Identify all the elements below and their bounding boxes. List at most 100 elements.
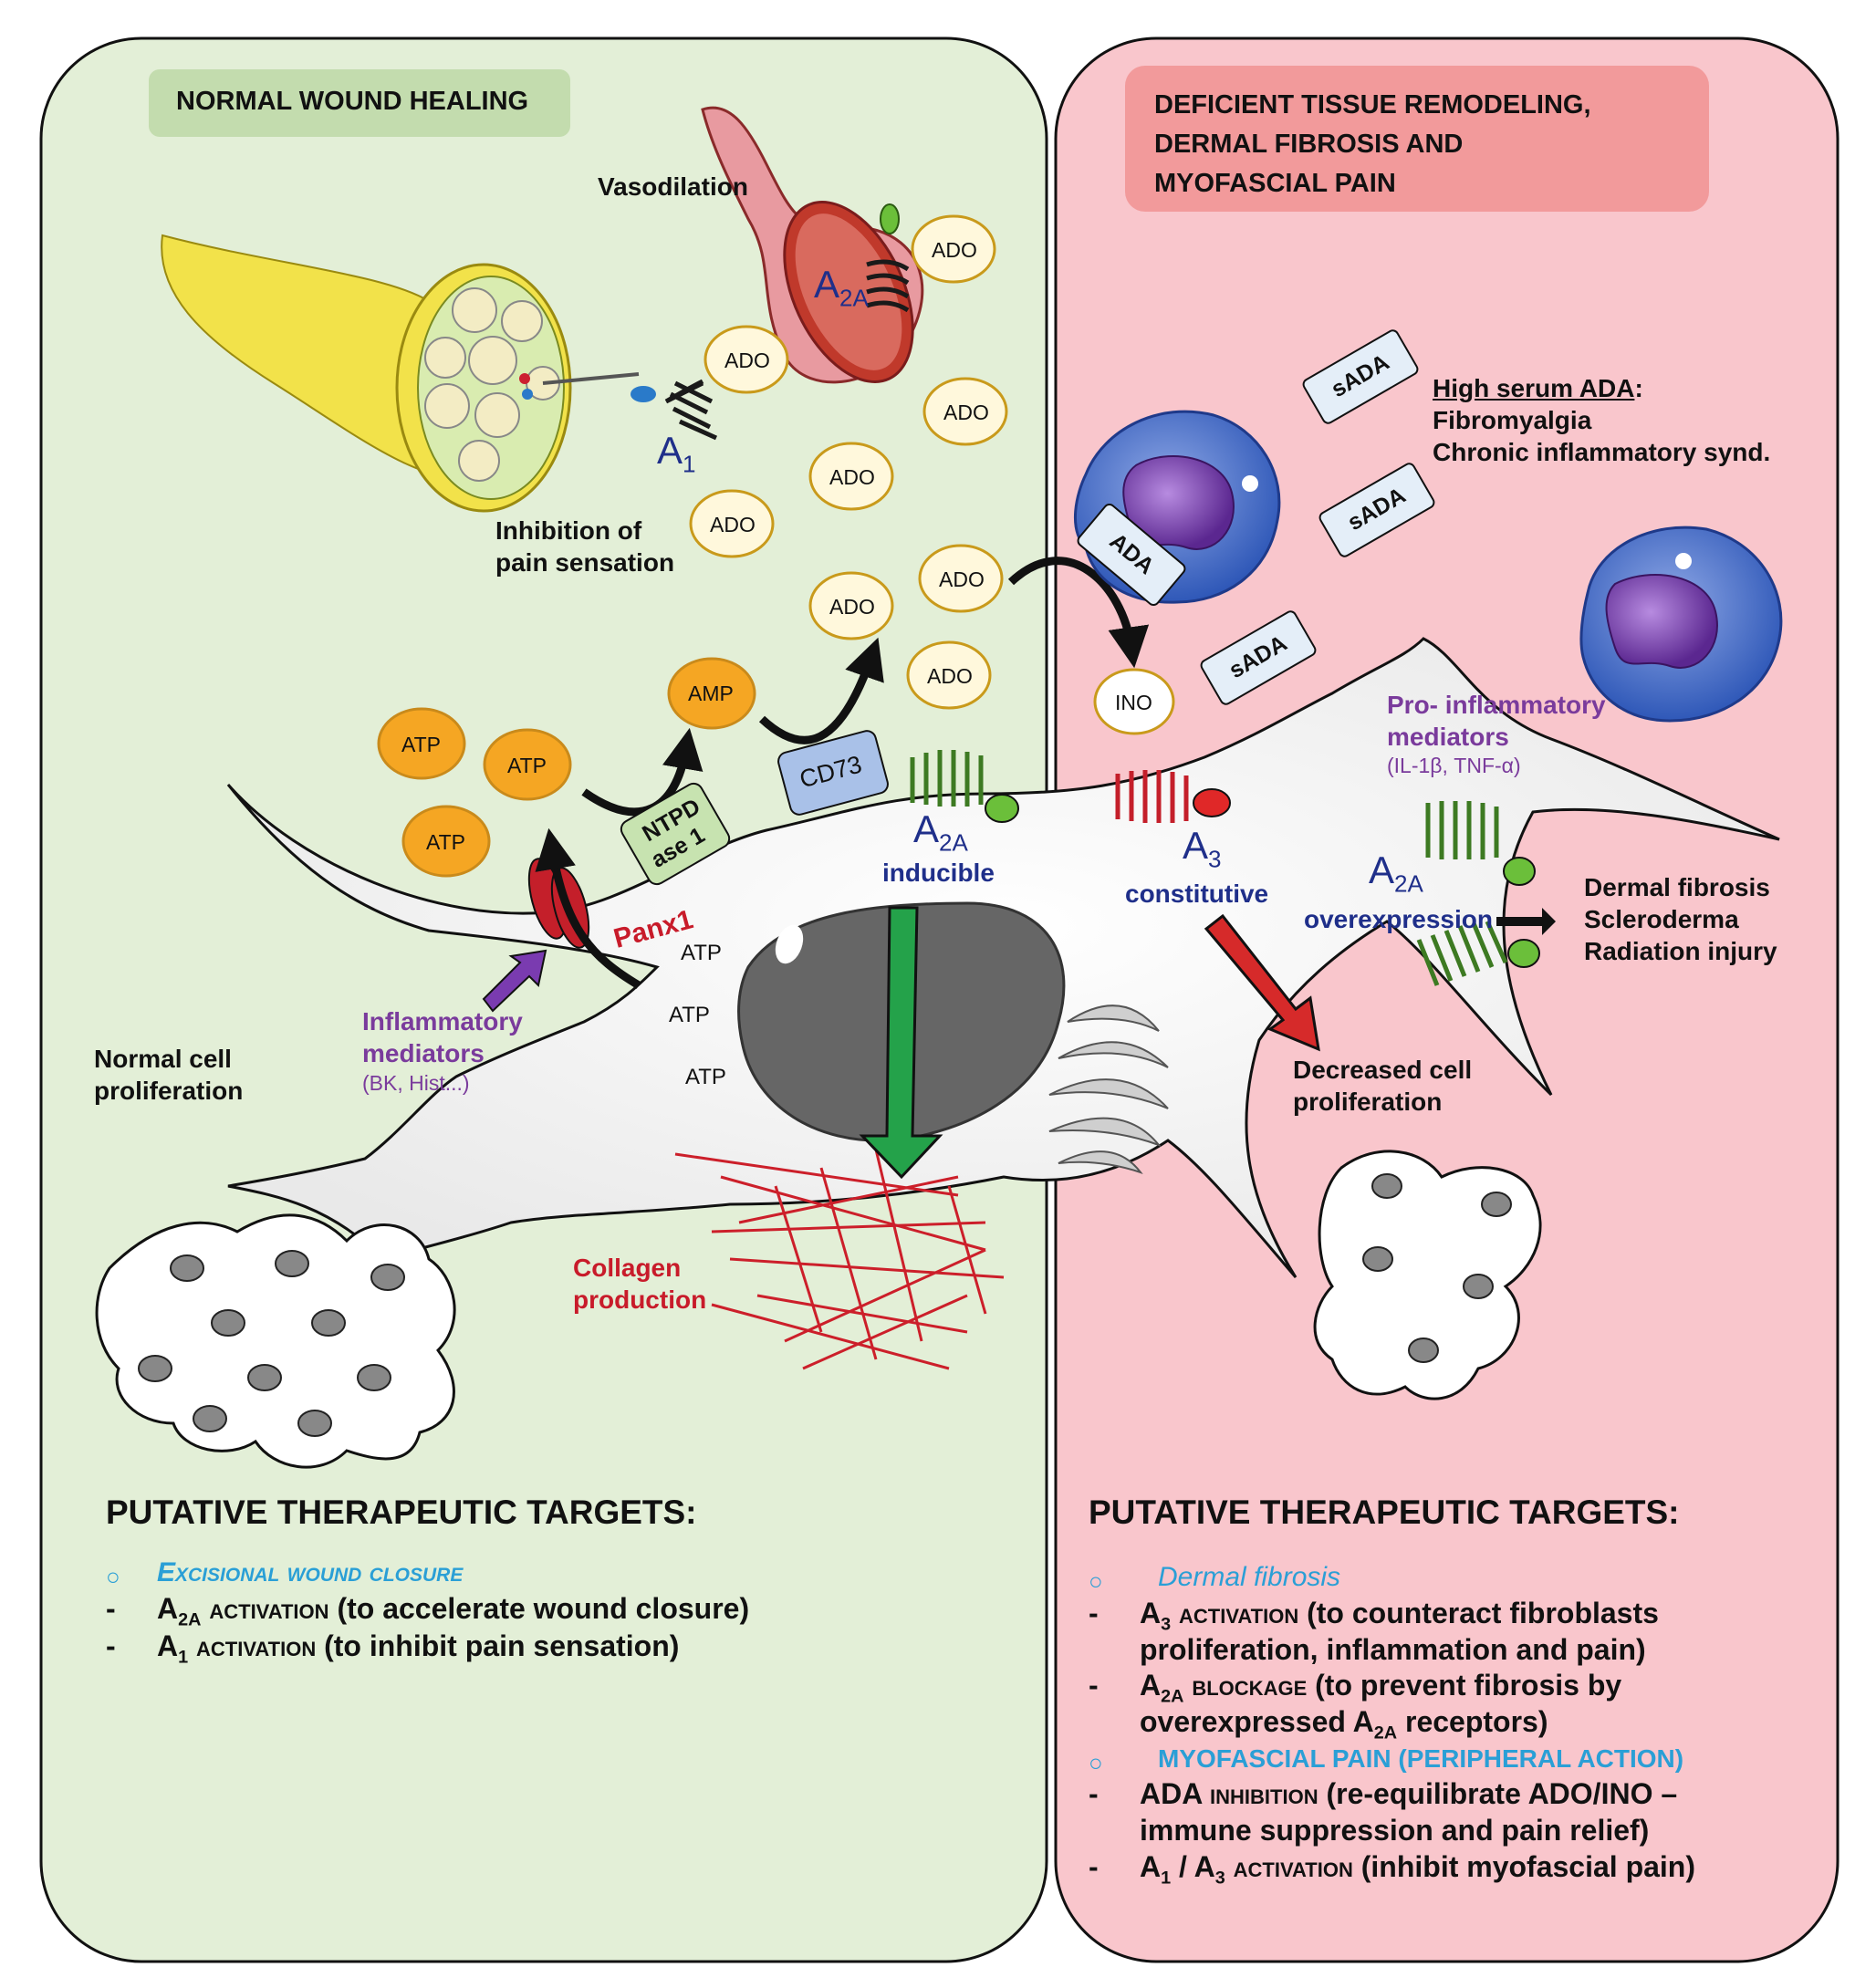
- ntpdase-box: [620, 782, 731, 886]
- a3-receptor: [1115, 770, 1189, 823]
- right-item1-sub: 3: [1161, 1614, 1172, 1635]
- a2a-over-symbol: A2A: [1369, 848, 1423, 898]
- right-item2: - A2A blockage (to prevent fibrosis by: [1089, 1669, 1621, 1706]
- a2a-vessel-sub: 2A: [839, 284, 869, 312]
- a1-sub: 1: [683, 450, 696, 478]
- right-item4-body: A1 / A3 activation (inhibit myofascial p…: [1140, 1850, 1695, 1889]
- high-serum-label: High serum ADA:: [1433, 372, 1643, 404]
- dermal-fibrosis-label: Dermal fibrosis: [1584, 873, 1770, 901]
- right-item2-a: A: [1140, 1669, 1162, 1702]
- a2a-inducible-main: A: [913, 807, 940, 850]
- right-item2-dash: -: [1089, 1669, 1099, 1702]
- a2a-inducible-receptor: [910, 750, 984, 807]
- right-category2: MYOFASCIAL PAIN (PERIPHERAL ACTION): [1158, 1744, 1684, 1773]
- left-item2-dash: -: [106, 1629, 116, 1662]
- right-item2-rest: (to prevent fibrosis by: [1315, 1669, 1622, 1702]
- a2a-vessel-ligand: [880, 203, 900, 234]
- right-item1-dash: -: [1089, 1597, 1099, 1629]
- a2a-inducible-sub: 2A: [939, 828, 968, 857]
- a3-sub: 3: [1208, 845, 1222, 873]
- vasodilation-label: Vasodilation: [598, 172, 748, 201]
- left-item2: - A1 activation (to inhibit pain sensati…: [106, 1629, 679, 1667]
- left-category-label: Excisional wound closure: [157, 1557, 463, 1588]
- overexpression-label: overexpression: [1304, 905, 1493, 933]
- normal-cell-nuclei: [138, 1250, 405, 1437]
- right-item1-line2: proliferation, inflammation and pain): [1140, 1633, 1646, 1666]
- a2a-inducible-symbol: A2A: [913, 807, 968, 857]
- left-therapeutic-heading: PUTATIVE THERAPEUTIC TARGETS:: [106, 1494, 697, 1531]
- right-item2-body: A2A blockage (to prevent fibrosis by: [1140, 1669, 1621, 1707]
- right-item4: - A1 / A3 activation (inhibit myofascial…: [1089, 1850, 1695, 1888]
- pro-inflammatory-line2: mediators: [1387, 723, 1509, 751]
- amp-label: AMP: [688, 682, 734, 705]
- collagen-label-line1: Collagen: [573, 1254, 682, 1282]
- amp-ellipse: [667, 657, 756, 730]
- normal-prolif-line1: Normal cell: [94, 1045, 232, 1073]
- right-item2-action: blockage: [1192, 1669, 1308, 1702]
- right-panel-title-line3: MYOFASCIAL PAIN: [1154, 169, 1396, 198]
- right-item3: - ADA inhibition (re-equilibrate ADO/INO…: [1089, 1777, 1677, 1811]
- right-item2-rest2b: receptors): [1404, 1705, 1548, 1738]
- radiation-label: Radiation injury: [1584, 937, 1777, 965]
- right-item3-dash: -: [1089, 1777, 1099, 1810]
- pro-inflammatory-line1: Pro- inflammatory: [1387, 691, 1606, 719]
- left-item1-a: A: [157, 1592, 179, 1625]
- left-item2-action: activation: [196, 1629, 317, 1662]
- inflammatory-label-line3: (BK, Hist...): [362, 1071, 470, 1095]
- ino-label: INO: [1115, 691, 1152, 714]
- atp-label-3: ATP: [426, 830, 466, 854]
- right-title-box: [1125, 66, 1709, 212]
- right-item1-rest: (to counteract fibroblasts: [1307, 1597, 1659, 1629]
- a2a-vessel-receptor: [866, 259, 910, 313]
- pro-inflammatory-line3: (IL-1β, TNF-α): [1387, 754, 1521, 777]
- sada-box-1: [1302, 329, 1419, 424]
- ada-box: [1077, 504, 1186, 606]
- right-item3-body: ADA inhibition (re-equilibrate ADO/INO –: [1140, 1777, 1677, 1811]
- sada-box-3: [1200, 610, 1317, 705]
- ado-label-8: ADO: [927, 664, 973, 688]
- right-item1-a: A: [1140, 1597, 1162, 1629]
- left-item2-rest: (to inhibit pain sensation): [324, 1629, 680, 1662]
- atp-label-1: ATP: [401, 733, 442, 756]
- a1-label: A1: [657, 429, 696, 478]
- nerve-illustration: [161, 234, 656, 513]
- a1-main: A: [657, 429, 683, 472]
- right-item2-line2: overexpressed A2A receptors): [1140, 1705, 1548, 1743]
- high-serum-text: High serum ADA: [1433, 374, 1635, 402]
- right-item1-body: A3 activation (to counteract fibroblasts: [1140, 1597, 1659, 1635]
- cd73-arrow: [758, 637, 884, 744]
- a2a-over-receptor-2: [1416, 920, 1508, 986]
- decreased-line1: Decreased cell: [1293, 1056, 1473, 1084]
- ado-label-2: ADO: [724, 349, 770, 372]
- purple-arrow: [482, 949, 547, 1013]
- atp-inner-2: ATP: [669, 1003, 710, 1027]
- left-panel-title: NORMAL WOUND HEALING: [176, 87, 529, 116]
- left-item2-sub: 1: [178, 1647, 189, 1668]
- ino-ellipse: [1093, 668, 1175, 735]
- collagen-fibres: [674, 1149, 1005, 1370]
- inhibition-label-line1: Inhibition of: [495, 516, 642, 545]
- right-category1-bullet: ○: [1089, 1567, 1103, 1595]
- ado-label-1: ADO: [932, 238, 977, 262]
- blood-vessel: [701, 106, 924, 384]
- right-item4-mid: / A: [1171, 1850, 1215, 1883]
- left-title-box: [149, 69, 570, 137]
- black-arrow-right: [1496, 908, 1556, 935]
- a2a-vessel-main: A: [814, 263, 840, 306]
- decreased-cell-cluster: [1313, 1150, 1542, 1400]
- right-panel-title-line1: DEFICIENT TISSUE REMODELING,: [1154, 90, 1591, 120]
- left-category-bullet: ○: [106, 1563, 120, 1590]
- right-item4-sub2: 3: [1214, 1868, 1225, 1889]
- right-item3-rest: (re-equilibrate ADO/INO –: [1326, 1777, 1678, 1810]
- panx1-release-arrow: [535, 827, 641, 989]
- right-item4-rest: (inhibit myofascial pain): [1360, 1850, 1695, 1883]
- ado-ino-arrow: [1007, 557, 1150, 669]
- ado-ellipses: [689, 214, 1008, 710]
- right-item3-line2: immune suppression and pain relief): [1140, 1814, 1650, 1847]
- decreased-cell-nuclei: [1362, 1173, 1512, 1363]
- left-item1-action: activation: [209, 1592, 329, 1625]
- left-item1-body: A2A activation (to accelerate wound clos…: [157, 1592, 749, 1630]
- a2a-over-receptor-1: [1425, 801, 1499, 859]
